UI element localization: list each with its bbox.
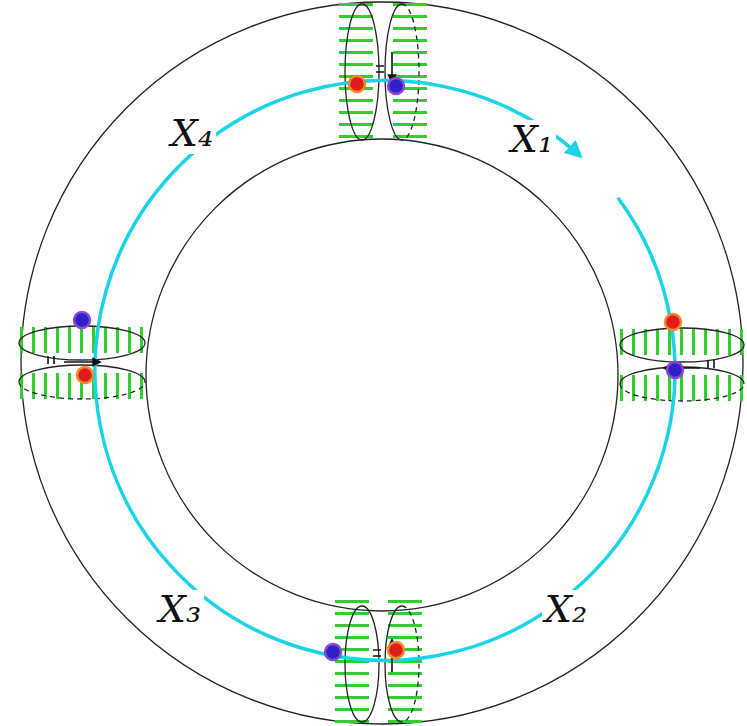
torus-outer bbox=[21, 2, 743, 724]
region-label: X₂ bbox=[542, 590, 590, 630]
red-charge bbox=[77, 367, 93, 383]
neck-ellipse bbox=[345, 606, 379, 722]
small-bars bbox=[373, 650, 381, 656]
neck-sections bbox=[19, 4, 744, 722]
neck-arrows bbox=[48, 52, 714, 672]
blue-charge bbox=[667, 362, 683, 378]
neck-ellipse-back bbox=[402, 4, 419, 140]
neck-ellipse-front bbox=[19, 365, 145, 382]
small-bars bbox=[376, 66, 384, 72]
neck-ellipse-front bbox=[385, 4, 402, 140]
red-charge bbox=[388, 642, 404, 658]
blue-charge bbox=[388, 78, 404, 94]
neck-hatch bbox=[620, 375, 744, 401]
region-label: X₄ bbox=[168, 114, 216, 154]
small-bars bbox=[48, 356, 54, 364]
blue-charge bbox=[325, 644, 341, 660]
neck-hatch bbox=[393, 3, 427, 140]
small-arrow bbox=[64, 361, 100, 363]
neck-ellipse bbox=[19, 326, 145, 360]
red-charge bbox=[665, 314, 681, 330]
small-bars bbox=[708, 360, 714, 368]
neck-hatch bbox=[339, 3, 373, 140]
neck-ellipse bbox=[345, 4, 379, 140]
flux-loop bbox=[95, 80, 675, 660]
region-label: X₁ bbox=[508, 120, 556, 160]
neck-ellipse-back bbox=[19, 382, 145, 399]
neck-ellipse-front bbox=[385, 606, 402, 722]
neck-ellipse bbox=[620, 328, 744, 362]
region-label: X₃ bbox=[156, 590, 204, 630]
neck-hatching bbox=[20, 3, 744, 723]
neck-ellipse-back bbox=[620, 384, 744, 401]
blue-charge bbox=[74, 312, 90, 328]
charges bbox=[74, 76, 683, 660]
red-charge bbox=[349, 76, 365, 92]
torus-inner bbox=[146, 139, 618, 611]
neck-ellipse-back bbox=[402, 606, 419, 722]
